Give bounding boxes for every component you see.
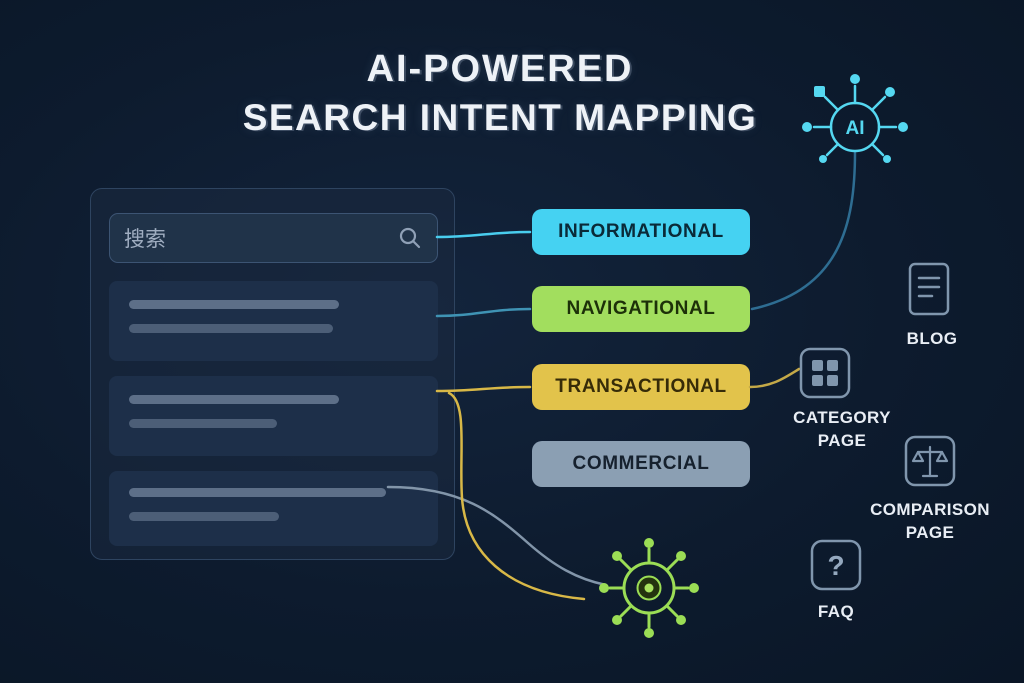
intent-pill-commercial: COMMERCIAL [532, 441, 750, 487]
question-mark-icon: ? [810, 539, 862, 591]
skeleton-line [129, 488, 386, 497]
skeleton-line [129, 395, 339, 404]
title: AI-POWERED SEARCH INTENT MAPPING [0, 48, 1000, 139]
title-line1: AI-POWERED [366, 48, 634, 90]
label-line: CATEGORY [793, 408, 891, 427]
intent-label: INFORMATIONAL [558, 221, 724, 242]
scales-icon [904, 435, 956, 487]
intent-label: TRANSACTIONAL [555, 376, 727, 397]
label-line: PAGE [817, 431, 867, 450]
search-input-text: 搜索 [124, 228, 166, 251]
network-hub-icon [599, 538, 699, 638]
search-result-card [109, 471, 438, 546]
intent-pill-informational: INFORMATIONAL [532, 209, 750, 255]
page-type-label-blog: BLOG [880, 327, 984, 350]
skeleton-line [129, 324, 333, 333]
intent-pill-transactional: TRANSACTIONAL [532, 364, 750, 410]
search-result-card [109, 281, 438, 361]
question-glyph: ? [827, 550, 844, 581]
page-type-label-faq: FAQ [806, 600, 866, 623]
intent-label: COMMERCIAL [572, 453, 710, 474]
intent-label: NAVIGATIONAL [566, 298, 716, 319]
connector-ai-to-navigational [750, 150, 857, 311]
skeleton-line [129, 300, 339, 309]
title-line2: SEARCH INTENT MAPPING [242, 97, 758, 138]
search-result-card [109, 376, 438, 456]
label-line: COMPARISON [870, 500, 990, 519]
grid-icon [799, 347, 851, 399]
page-type-label-category-page: CATEGORY PAGE [777, 406, 907, 452]
intent-pill-navigational: NAVIGATIONAL [532, 286, 750, 332]
label-line: FAQ [817, 602, 855, 621]
skeleton-line [129, 419, 277, 428]
search-panel: 搜索 [90, 188, 455, 560]
label-line: BLOG [906, 329, 958, 348]
connector-results-to-hub-yellow [447, 391, 586, 601]
search-input: 搜索 [109, 213, 438, 263]
connector-transactional-to-category [748, 367, 801, 389]
document-icon [908, 262, 950, 316]
label-line: PAGE [905, 523, 955, 542]
page-type-label-comparison-page: COMPARISON PAGE [855, 498, 1005, 544]
skeleton-line [129, 512, 279, 521]
search-icon [399, 227, 421, 249]
